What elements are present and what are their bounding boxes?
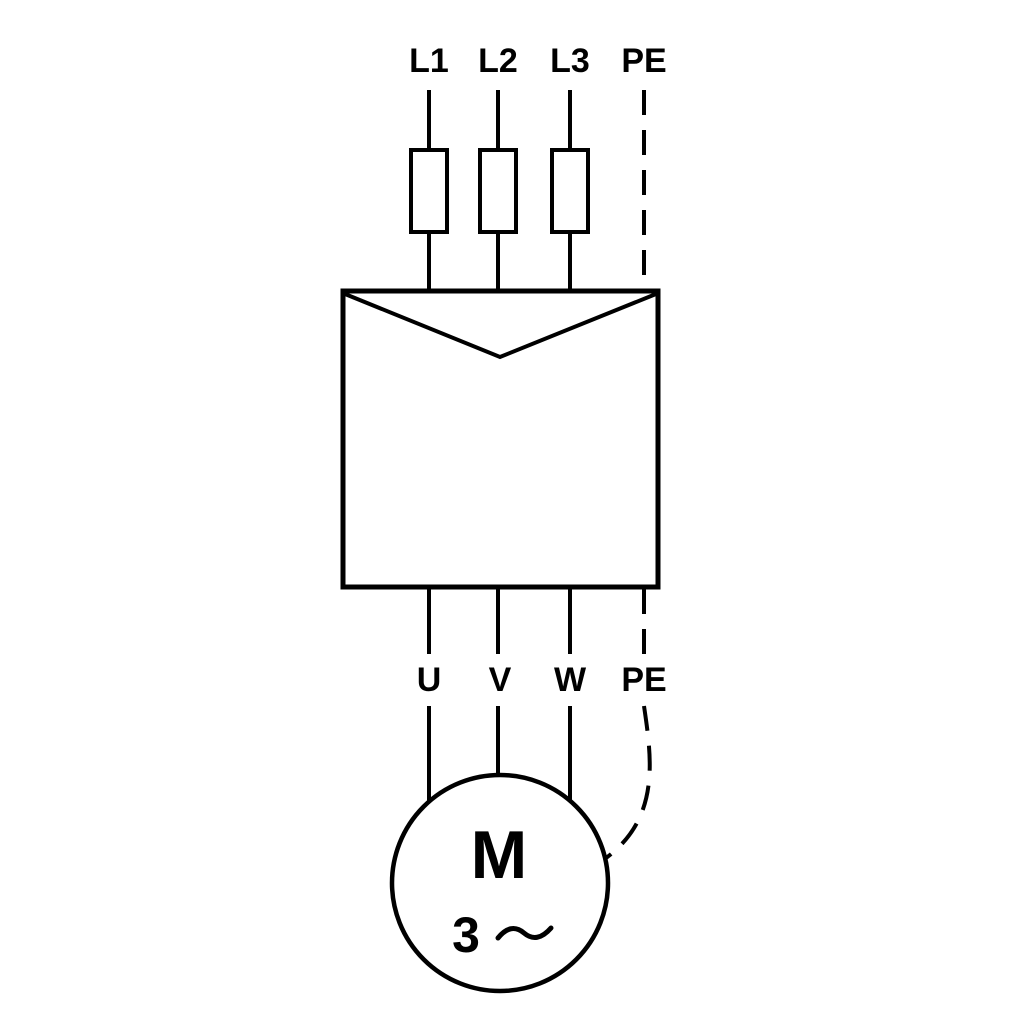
motor-terminal-label-u: U — [417, 661, 442, 699]
fuse-l2-icon — [478, 148, 518, 234]
motor-terminal-label-v: V — [489, 661, 512, 699]
motor-terminal-label-w: W — [554, 661, 587, 699]
motor-designation-label: M — [471, 817, 528, 893]
fuse-l3-icon — [550, 148, 590, 234]
supply-terminal-label-l2: L2 — [478, 42, 518, 80]
motor-terminal-label-pe: PE — [621, 661, 666, 699]
supply-terminal-label-pe-top: PE — [621, 42, 666, 80]
supply-terminal-label-l1: L1 — [409, 42, 449, 80]
fuse-l1-icon — [409, 148, 449, 234]
supply-terminal-label-l3: L3 — [550, 42, 590, 80]
motor-phase-label: 3 — [452, 907, 480, 963]
drive-unit-box — [340, 288, 661, 590]
motor-circle — [389, 772, 611, 994]
wire-pe-to-motor-dashed — [604, 705, 652, 860]
drive-unit-flap-icon — [344, 292, 657, 360]
sine-tilde-icon — [495, 925, 554, 941]
